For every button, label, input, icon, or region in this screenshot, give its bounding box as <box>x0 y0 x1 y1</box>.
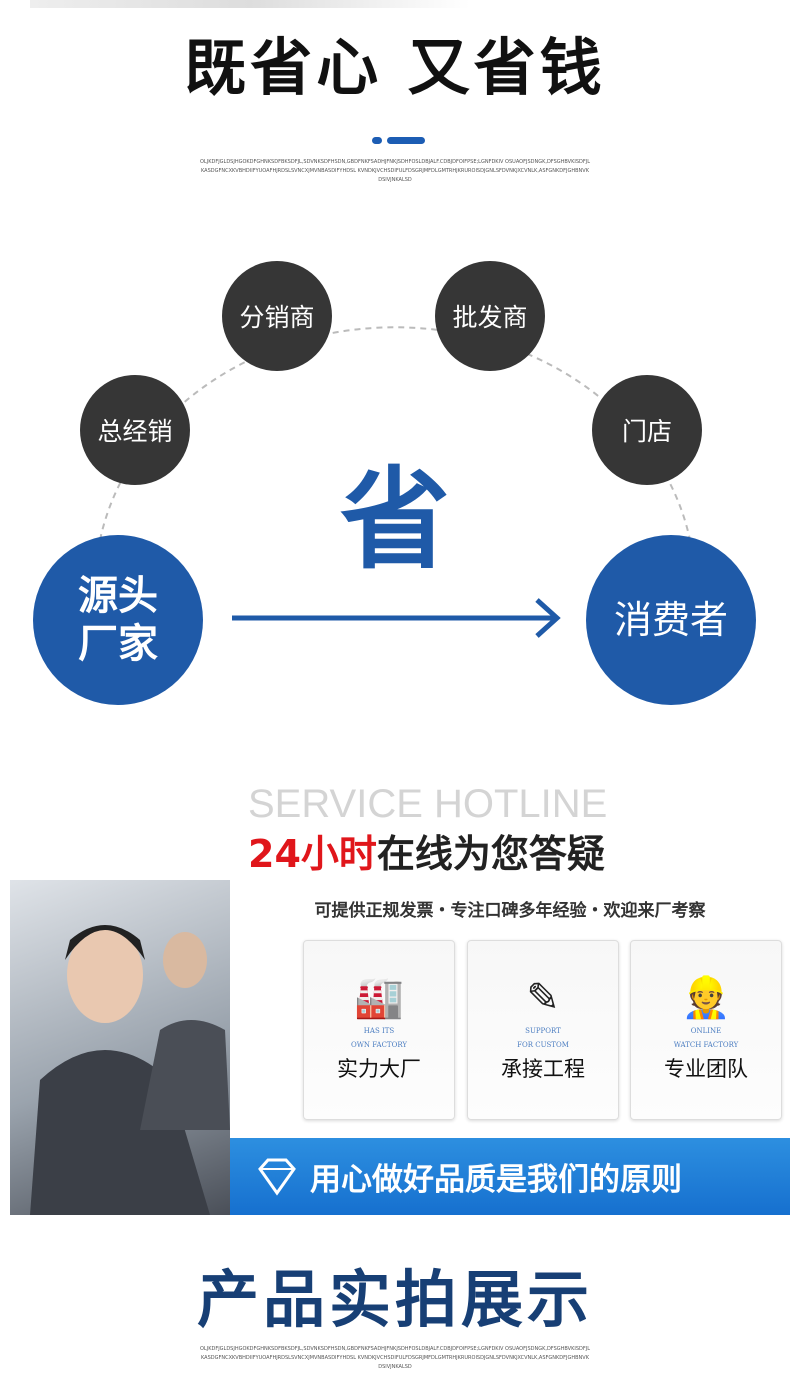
pencil-ruler-icon: ✎ <box>526 975 560 1021</box>
feature-card: 🏭 HAS ITS OWN FACTORY 实力大厂 <box>303 940 455 1120</box>
node-wholesaler: 批发商 <box>435 261 545 371</box>
card-en2: WATCH FACTORY <box>673 1041 739 1049</box>
diamond-icon <box>258 1158 296 1196</box>
card-title: 专业团队 <box>664 1057 748 1081</box>
source-line2: 厂家 <box>78 621 158 667</box>
banner-text: 用心做好品质是我们的原则 <box>310 1162 682 1198</box>
card-en1: ONLINE <box>690 1027 722 1035</box>
worker-icon: 👷 <box>681 975 731 1021</box>
hotline-24h: 24小时 <box>248 832 377 876</box>
factory-icon: 🏭 <box>354 975 404 1021</box>
card-title: 实力大厂 <box>337 1057 421 1081</box>
node-general-distributor: 总经销 <box>80 375 190 485</box>
node-store: 门店 <box>592 375 702 485</box>
card-en2: OWN FACTORY <box>350 1041 408 1049</box>
node-source-factory: 源头 厂家 <box>33 535 203 705</box>
hotline-en: SERVICE HOTLINE <box>248 782 608 826</box>
customer-service-photo <box>10 880 230 1215</box>
decor-bar <box>387 137 425 144</box>
card-en2: FOR CUSTOM <box>517 1041 569 1049</box>
node-consumer: 消费者 <box>586 535 756 705</box>
header-title: 既省心 又省钱 <box>184 31 606 104</box>
arrow-head <box>535 598 561 638</box>
footer-fine-print: OLJKDFJGLDSJHGOKDFGHNKSDFBKSDFJL,SDVNKSD… <box>200 1346 591 1370</box>
service-subtitle: 可提供正规发票・专注口碑多年经验・欢迎来厂考察 <box>314 901 706 921</box>
card-en1: HAS ITS <box>363 1027 395 1035</box>
source-line1: 源头 <box>78 573 158 619</box>
save-character: 省 <box>340 456 450 584</box>
feature-card: ✎ SUPPORT FOR CUSTOM 承接工程 <box>467 940 619 1120</box>
quality-banner: 用心做好品质是我们的原则 <box>230 1138 790 1215</box>
feature-card: 👷 ONLINE WATCH FACTORY 专业团队 <box>630 940 782 1120</box>
card-title: 承接工程 <box>501 1057 585 1081</box>
hotline-rest: 在线为您答疑 <box>376 832 605 876</box>
top-strip <box>30 0 470 8</box>
hotline-zh: 24小时在线为您答疑 <box>248 832 605 876</box>
header-fine-print: OLJKDFJGLDSJHGOKDFGHNKSDFBKSDFJL,SDVNKSD… <box>200 159 591 183</box>
footer-title: 产品实拍展示 <box>196 1263 593 1336</box>
node-distributor: 分销商 <box>222 261 332 371</box>
decor-dot <box>372 137 382 144</box>
card-en1: SUPPORT <box>525 1027 561 1035</box>
